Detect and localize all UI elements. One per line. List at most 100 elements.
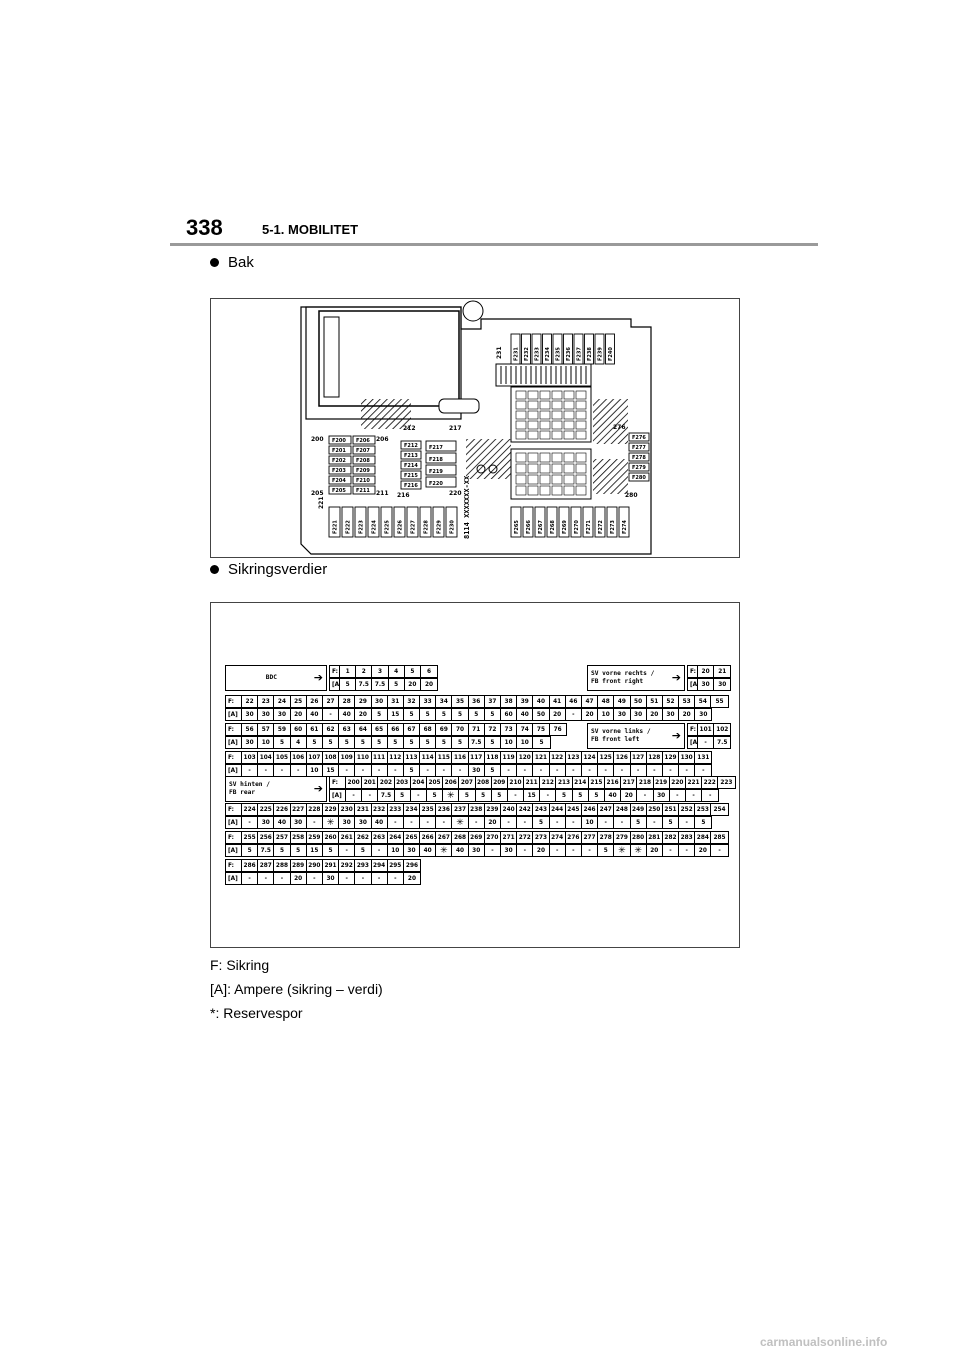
- fuse-slot: F280: [628, 472, 650, 482]
- fuse-cell: 110: [355, 752, 372, 763]
- fuse-slot-label: F235: [556, 347, 562, 361]
- fuse-cell: 37: [485, 696, 501, 707]
- fuse-cell: ✳: [631, 845, 647, 856]
- bullet-text: Bak: [228, 254, 254, 271]
- row-header-cell: F:: [226, 832, 242, 843]
- fuse-cell: 285: [713, 834, 726, 841]
- fuse-cell: -: [404, 817, 421, 828]
- fuse-cell: 30: [698, 679, 715, 690]
- fuse-cell: 40: [420, 845, 437, 856]
- fuse-slot-label: F210: [356, 478, 370, 484]
- fuse-slot: F268: [546, 506, 558, 538]
- fuse-cell: 244: [550, 804, 566, 815]
- fuse-cell: -: [501, 817, 518, 828]
- fuse-cell: 229: [323, 804, 340, 815]
- ref-front-left-label: SV vorne links / FB front left: [591, 728, 651, 743]
- fuse-slot-label: F213: [404, 453, 418, 459]
- fuse-cell: -: [420, 765, 437, 776]
- fuse-slot-label: F269: [562, 520, 568, 534]
- fuse-cell: 40: [307, 709, 323, 720]
- fuse-slot: F237: [573, 333, 584, 365]
- label-212: 212: [403, 425, 416, 432]
- fuse-slot: F276: [628, 432, 650, 442]
- fuse-cell: -: [436, 765, 453, 776]
- fuse-cell: -: [339, 845, 356, 856]
- fuse-cell: 117: [469, 752, 485, 763]
- fuse-cell: -: [346, 790, 363, 801]
- label-220: 220: [449, 490, 462, 497]
- fuse-cell: 274: [550, 832, 566, 843]
- fuse-cell: 293: [355, 860, 372, 871]
- row-header-cell: F:: [330, 666, 340, 677]
- label-280: 280: [625, 492, 638, 499]
- fuse-cell: 30: [699, 711, 708, 718]
- fuse-cell: 4: [389, 666, 405, 677]
- fuse-cell: -: [637, 790, 654, 801]
- fuse-cell: 287: [258, 860, 275, 871]
- fuse-cell: 116: [452, 752, 469, 763]
- fuse-slot-label: F229: [437, 520, 443, 534]
- fuse-cell: 261: [339, 832, 356, 843]
- fuse-cell: 200: [346, 777, 363, 788]
- fuse-slot-label: F266: [526, 520, 532, 534]
- fuse-cell: 5: [476, 790, 492, 801]
- fuse-cell: 130: [679, 752, 696, 763]
- fuse-cell: -: [670, 790, 686, 801]
- fuse-cell: 5: [323, 737, 340, 748]
- fuse-cell: 7.5: [378, 790, 395, 801]
- fuse-slot-label: F214: [404, 463, 418, 469]
- row-header-cell: F:: [226, 860, 242, 871]
- fuse-cell: 258: [291, 832, 307, 843]
- fuse-cell: 30: [631, 709, 647, 720]
- fuse-slot: F279: [628, 462, 650, 472]
- fuse-cell: 286: [242, 860, 259, 871]
- fuse-cell: 5: [404, 765, 421, 776]
- fuse-slot: F214: [400, 460, 422, 470]
- fuse-cell: 20: [698, 666, 715, 677]
- fuse-cell: -: [242, 817, 259, 828]
- fuse-cell: 7.5: [469, 737, 485, 748]
- fuse-slot: F226: [393, 506, 406, 538]
- fuse-cell: 30: [663, 709, 680, 720]
- fuse-cell: 23: [258, 696, 275, 707]
- fuse-cell: 40: [372, 817, 388, 828]
- fuse-slot-label: F280: [632, 475, 646, 481]
- fuse-cell: 72: [485, 724, 501, 735]
- fuse-slot: F209: [352, 465, 376, 475]
- fuse-cell: 38: [501, 696, 518, 707]
- fuse-cell: 206: [443, 777, 460, 788]
- fuse-cell: 33: [420, 696, 437, 707]
- fuse-cell: 284: [695, 832, 712, 843]
- fuse-cell: 6: [427, 668, 432, 675]
- fuse-slot: F218: [425, 452, 457, 464]
- fuse-cell: 5: [355, 845, 372, 856]
- fuse-cell: 20: [621, 790, 638, 801]
- note-ampere: [A]: Ampere (sikring – verdi): [210, 981, 383, 997]
- fuse-cell: 3: [372, 666, 389, 677]
- fuse-cell: 105: [274, 752, 291, 763]
- fuse-cell: 30: [614, 709, 631, 720]
- fuse-cell: -: [469, 817, 485, 828]
- fuse-cell: ✳: [443, 790, 460, 801]
- fuse-slot-label: F265: [514, 520, 520, 534]
- ref-front-left: SV vorne links / FB front left➔: [587, 723, 685, 749]
- fuse-cell: 128: [647, 752, 663, 763]
- fuse-cell: 20: [533, 845, 550, 856]
- fuse-slot-label: F215: [404, 473, 418, 479]
- fuse-cell: 30: [291, 817, 307, 828]
- fuse-cell: -: [517, 817, 534, 828]
- fuse-slot: F238: [584, 333, 594, 365]
- label-221: 221: [318, 496, 325, 509]
- fuse-slot: F271: [582, 506, 594, 538]
- fuse-cell: 242: [517, 804, 534, 815]
- fuse-cell: 205: [427, 777, 444, 788]
- fuse-cell: 10: [307, 765, 323, 776]
- fuse-slot-label: F219: [429, 469, 443, 475]
- fuse-cell: 289: [291, 860, 307, 871]
- fuse-cell: 256: [258, 832, 275, 843]
- fuse-cell: -: [679, 817, 696, 828]
- fuse-slot: F239: [594, 333, 605, 365]
- fuse-cell: 68: [420, 724, 437, 735]
